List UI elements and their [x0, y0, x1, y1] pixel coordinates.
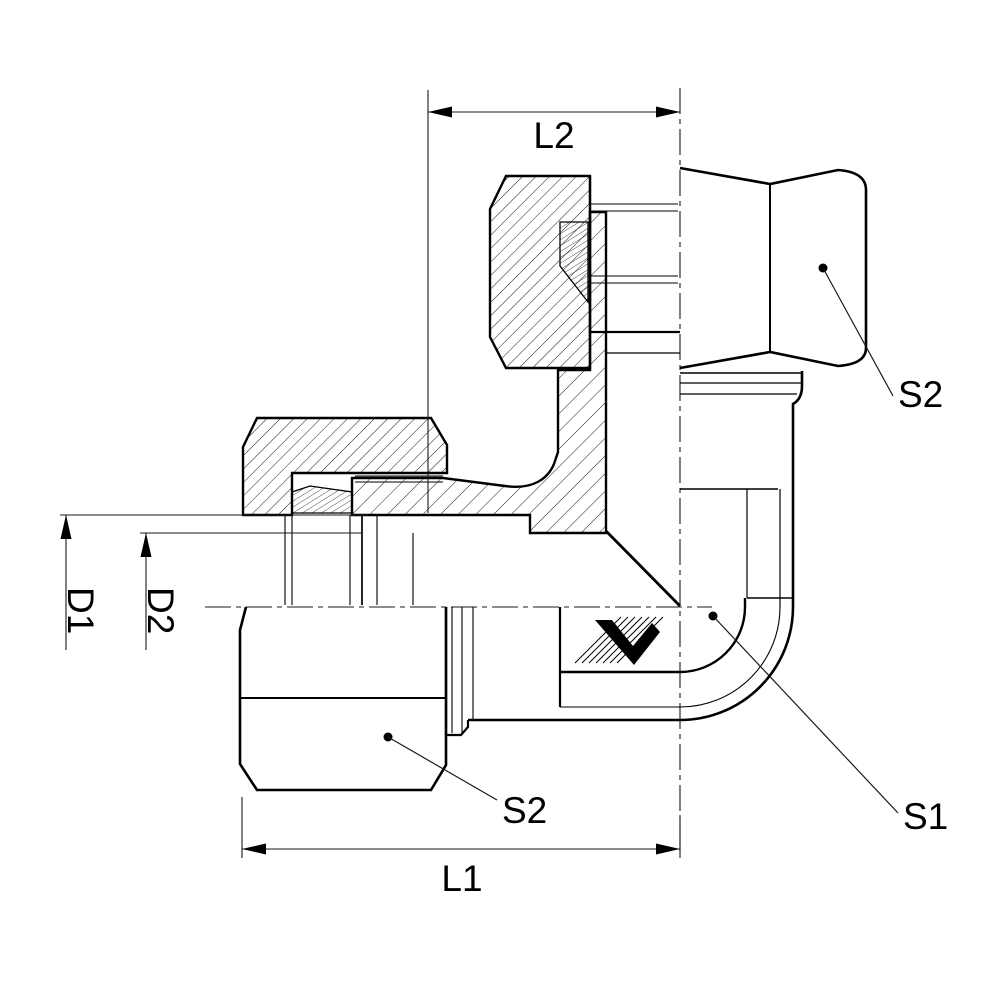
d2-arrow	[140, 533, 152, 557]
logo-v-icon	[595, 620, 660, 665]
top-nut-outside	[679, 166, 868, 370]
dimension-l2	[427, 90, 680, 513]
dimension-l1	[241, 797, 681, 858]
s2-bottom-leader-line	[387, 736, 498, 801]
top-ferrule-section	[559, 221, 589, 304]
body-outline	[350, 210, 608, 535]
s1-label: S1	[903, 796, 948, 837]
d1-arrow	[60, 515, 72, 539]
elbow-body-section	[350, 203, 681, 607]
left-port-outside-view	[238, 606, 474, 792]
l2-arrow-left	[428, 106, 452, 118]
bend-outside-view	[468, 598, 795, 722]
body-neck-outside	[791, 371, 804, 607]
callout-s1	[708, 611, 899, 814]
s2-top-label: S2	[898, 374, 943, 415]
d1-label: D1	[60, 587, 101, 634]
dimension-d1	[60, 514, 368, 650]
bend-middle-arc	[560, 606, 781, 708]
callout-s2-bottom	[383, 732, 498, 801]
l1-arrow-right	[656, 843, 680, 855]
logo-v-mark	[574, 616, 664, 665]
l1-label: L1	[441, 858, 482, 899]
bend-inner-arc	[560, 598, 747, 674]
callout-s2-top	[818, 263, 894, 397]
left-ferrule-section	[291, 485, 353, 514]
left-nut-outside	[238, 606, 448, 792]
top-port-section	[488, 174, 592, 370]
centerlines	[205, 88, 712, 857]
l1-arrow-left	[242, 843, 266, 855]
l2-label: L2	[533, 115, 574, 156]
bend-outer-arc	[468, 606, 795, 722]
s2-top-leader-line	[822, 267, 894, 397]
l2-arrow-right	[656, 106, 680, 118]
top-port-outside-view	[679, 166, 868, 607]
s1-leader-line	[712, 615, 899, 814]
d2-label: D2	[140, 587, 181, 634]
dimension-d2	[140, 532, 362, 650]
bore-cone-edge	[605, 530, 681, 607]
s2-bottom-label: S2	[502, 790, 547, 831]
